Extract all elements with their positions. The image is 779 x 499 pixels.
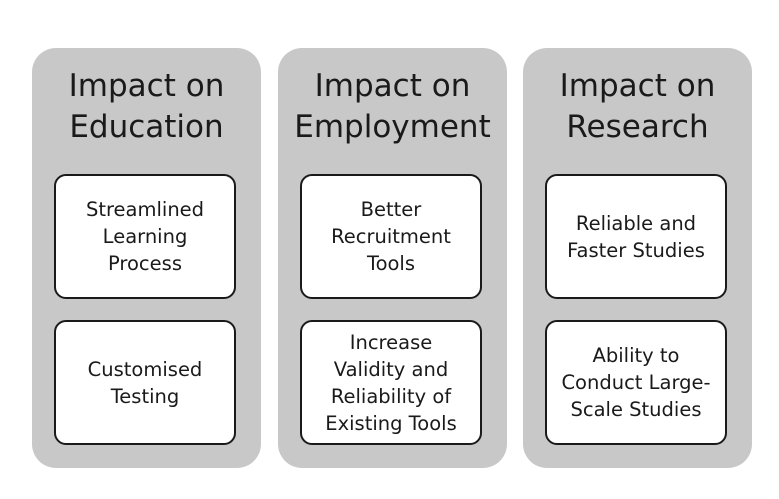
- card-streamlined-learning-process: Streamlined Learning Process: [54, 174, 236, 299]
- column-title-research: Impact on Research: [559, 68, 716, 145]
- column-research: Impact on Research Reliable and Faster S…: [523, 48, 752, 468]
- column-education: Impact on Education Streamlined Learning…: [32, 48, 261, 468]
- card-customised-testing: Customised Testing: [54, 320, 236, 445]
- card-better-recruitment-tools: Better Recruitment Tools: [300, 174, 482, 299]
- card-text: Customised Testing: [87, 357, 203, 408]
- card-text: Better Recruitment Tools: [331, 198, 451, 275]
- card-text: Reliable and Faster Studies: [567, 211, 705, 262]
- card-large-scale-studies: Ability to Conduct Large- Scale Studies: [545, 320, 727, 445]
- card-text: Streamlined Learning Process: [85, 198, 205, 275]
- card-reliable-faster-studies: Reliable and Faster Studies: [545, 174, 727, 299]
- column-title-education: Impact on Education: [68, 68, 225, 145]
- card-increase-validity-reliability: Increase Validity and Reliability of Exi…: [300, 320, 482, 445]
- card-text: Ability to Conduct Large- Scale Studies: [561, 344, 711, 421]
- column-title-employment: Impact on Employment: [294, 68, 491, 145]
- card-text: Increase Validity and Reliability of Exi…: [325, 330, 457, 435]
- column-employment: Impact on Employment Better Recruitment …: [278, 48, 507, 468]
